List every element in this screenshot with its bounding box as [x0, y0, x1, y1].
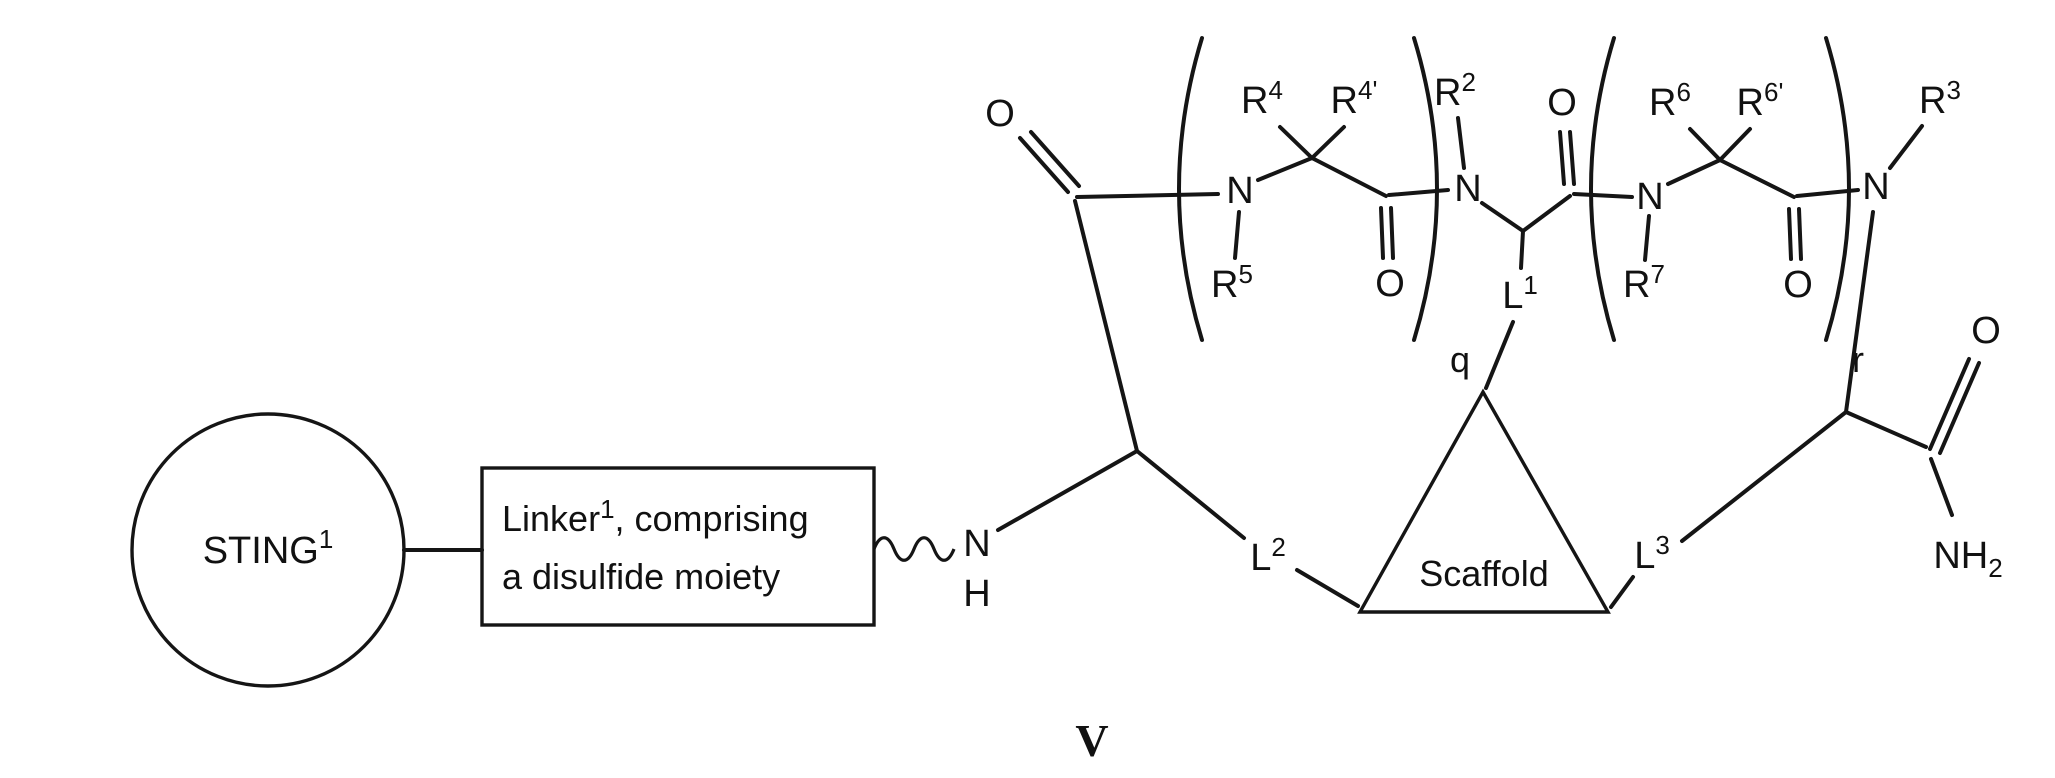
- ca-carbonyl2-bond: [1310, 156, 1388, 198]
- bracket-r-open: [1589, 36, 1616, 342]
- carbonyl4-double-bond-2: [1797, 207, 1803, 261]
- bracket-r-close: [1824, 36, 1851, 342]
- carbonyl2-double-bond-1: [1379, 206, 1385, 260]
- formula-number-label: V: [1075, 715, 1108, 766]
- n3-ca2-bond: [1666, 158, 1722, 186]
- oxygen-q-label: O: [1375, 263, 1405, 305]
- ch-carbonyl3-bond: [1521, 194, 1572, 233]
- r7-label: R7: [1623, 259, 1665, 306]
- ca2-carbonyl4-bond: [1718, 158, 1796, 199]
- ch3-carbonyl5-bond: [1844, 410, 1928, 449]
- carbonyl3-n3-bond: [1572, 192, 1634, 199]
- scaffold-triangle: [1357, 388, 1611, 614]
- r3-label: R3: [1919, 75, 1961, 122]
- carbonyl-left-double-bond-2: [1029, 130, 1081, 188]
- scaffold-label: Scaffold: [1419, 553, 1548, 594]
- n2-ch-bond: [1480, 201, 1525, 233]
- linker-label-line1: Linker1, comprising: [502, 494, 809, 539]
- r6-prime-label: R6': [1737, 77, 1784, 124]
- carbonyl5-double-bond-2: [1938, 361, 1981, 455]
- l3-label: L3: [1634, 530, 1670, 577]
- carbonyl-n1-bond: [1075, 192, 1220, 199]
- n4-r3-bond: [1888, 124, 1924, 170]
- l2-scaffold-bond: [1295, 568, 1360, 608]
- r5-label: R5: [1211, 259, 1253, 306]
- n1-r5-bond: [1233, 210, 1241, 260]
- carbonyl5-nh2-bond: [1929, 457, 1954, 517]
- ca2-r6-bond: [1688, 127, 1722, 162]
- wavy-bond: [872, 536, 956, 562]
- oxygen-left-label: O: [985, 93, 1015, 135]
- ch3-l3-bond: [1680, 410, 1848, 543]
- amide-h-label: H: [963, 573, 990, 615]
- carbonyl3-double-bond-2: [1568, 130, 1576, 186]
- oxygen-r-label: O: [1783, 264, 1813, 306]
- ca-r4-bond: [1278, 125, 1314, 160]
- carbonyl2-double-bond-2: [1389, 206, 1395, 260]
- n2-r2-bond: [1456, 116, 1466, 170]
- carbonyl-left-double-bond-1: [1018, 136, 1070, 194]
- sting-label: STING1: [203, 524, 334, 572]
- ca2-r6p-bond: [1718, 127, 1752, 162]
- linker-label-line2: a disulfide moiety: [502, 556, 780, 597]
- nh2-label: NH2: [1933, 535, 2002, 583]
- r4-label: R4: [1241, 75, 1283, 122]
- oxygen-central-label: O: [1547, 82, 1577, 124]
- alpha-l2-bond: [1135, 449, 1246, 540]
- l3-scaffold-bond: [1609, 575, 1635, 609]
- carbonyl2-n2-bond: [1387, 188, 1450, 197]
- amide-n-label: N: [963, 523, 990, 565]
- carbonyl3-double-bond-1: [1558, 130, 1566, 186]
- oxygen-right-label: O: [1971, 310, 2001, 352]
- carbonyl5-double-bond-1: [1928, 357, 1971, 451]
- r2-label: R2: [1434, 67, 1476, 114]
- ca-r4p-bond: [1310, 125, 1346, 160]
- l1-scaffold-bond: [1484, 320, 1515, 390]
- n3-r7-bond: [1643, 214, 1651, 262]
- r4-prime-label: R4': [1331, 75, 1378, 122]
- l1-label: L1: [1502, 270, 1538, 317]
- n2-label: N: [1454, 168, 1481, 210]
- r6-label: R6: [1649, 77, 1691, 124]
- n4-label: N: [1862, 166, 1889, 208]
- alpha-carbonyl-bond: [1073, 199, 1139, 453]
- ch-l1-bond: [1519, 229, 1525, 270]
- n1-ca-bond: [1256, 156, 1314, 182]
- carbonyl4-n4-bond: [1795, 188, 1860, 198]
- repeat-q-label: q: [1450, 339, 1470, 380]
- n3-label: N: [1636, 176, 1663, 218]
- nh-alpha-bond: [996, 449, 1139, 532]
- bracket-q-open: [1177, 36, 1204, 342]
- n1-label: N: [1226, 170, 1253, 212]
- n4-ch3-bond: [1844, 210, 1875, 414]
- carbonyl4-double-bond-1: [1787, 207, 1793, 261]
- l2-label: L2: [1250, 532, 1286, 579]
- linker-box: [480, 466, 876, 627]
